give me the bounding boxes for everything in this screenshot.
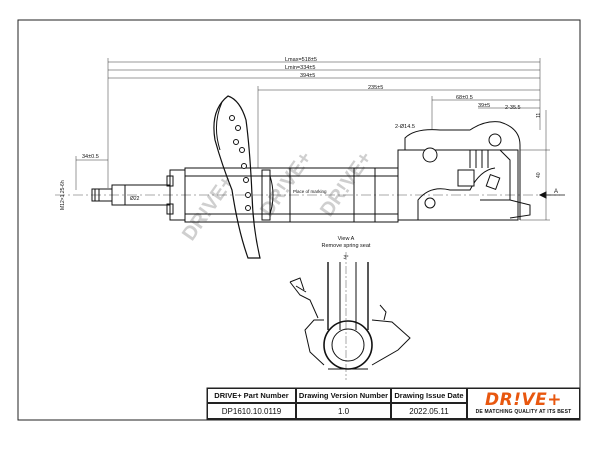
dim-35: 2-35.5 (505, 105, 521, 111)
knuckle-bore-outer (323, 320, 373, 370)
dim-rod: Ø22 (130, 196, 140, 202)
lower-bracket-body (397, 149, 519, 221)
dim-lmin: Lmin=334±5 (285, 65, 315, 71)
dimension-labels: Lmax=518±5 Lmin=334±5 394±5 235±5 68±0.5… (60, 57, 558, 210)
arrow-a-label: A (554, 189, 558, 195)
bracket-hole-3 (424, 197, 436, 209)
dim-40: 40 (536, 172, 542, 178)
logo-wordmark: DR!VE+ (485, 390, 562, 410)
dim-marking: Place of marking (293, 189, 327, 194)
issue-date-label: Drawing Issue Date (391, 388, 467, 403)
dim-thread: M12×1.25-6h (60, 180, 66, 210)
view-a-line2: Remove spring seat (322, 243, 371, 249)
spring-seat-ring (261, 169, 271, 221)
drawing-frame (17, 19, 581, 421)
dim-11: 11 (536, 113, 542, 118)
watermarks: DR!VE+ DR!VE+ DR!VE+ (178, 148, 376, 245)
part-number-value: DP1610.10.0119 (207, 403, 296, 419)
knuckle-bore-inner (331, 328, 365, 362)
bracket-hole-2 (488, 133, 502, 147)
dim-235: 235±5 (368, 85, 383, 91)
dim-14: 2-Ø14.5 (395, 124, 415, 130)
watermark-2: DR!VE+ (256, 148, 316, 221)
bracket-hole-1 (422, 147, 438, 163)
dim-34: 34±0.5 (82, 154, 99, 160)
dim-lmax: Lmax=518±5 (285, 57, 317, 63)
logo-tagline: DE MATCHING QUALITY AT ITS BEST (475, 409, 572, 415)
drive-plus-logo: DR!VE+ DE MATCHING QUALITY AT ITS BEST (467, 388, 580, 419)
dimension-lines (75, 58, 550, 221)
view-a-line1: View A (338, 236, 355, 242)
issue-date-value: 2022.05.11 (391, 403, 467, 419)
dim-39: 39±5 (478, 103, 490, 109)
view-a-drawing (289, 252, 411, 380)
dim-394: 394±5 (300, 73, 315, 79)
strut-side-view (91, 95, 565, 259)
title-block: DRIVE+ Part Number Drawing Version Numbe… (207, 388, 580, 419)
watermark-3: DR!VE+ (316, 148, 376, 221)
part-number-label: DRIVE+ Part Number (207, 388, 296, 403)
version-label: Drawing Version Number (296, 388, 391, 403)
version-value: 1.0 (296, 403, 391, 419)
dim-68: 68±0.5 (456, 95, 473, 101)
spring-seat-plate (213, 95, 261, 259)
